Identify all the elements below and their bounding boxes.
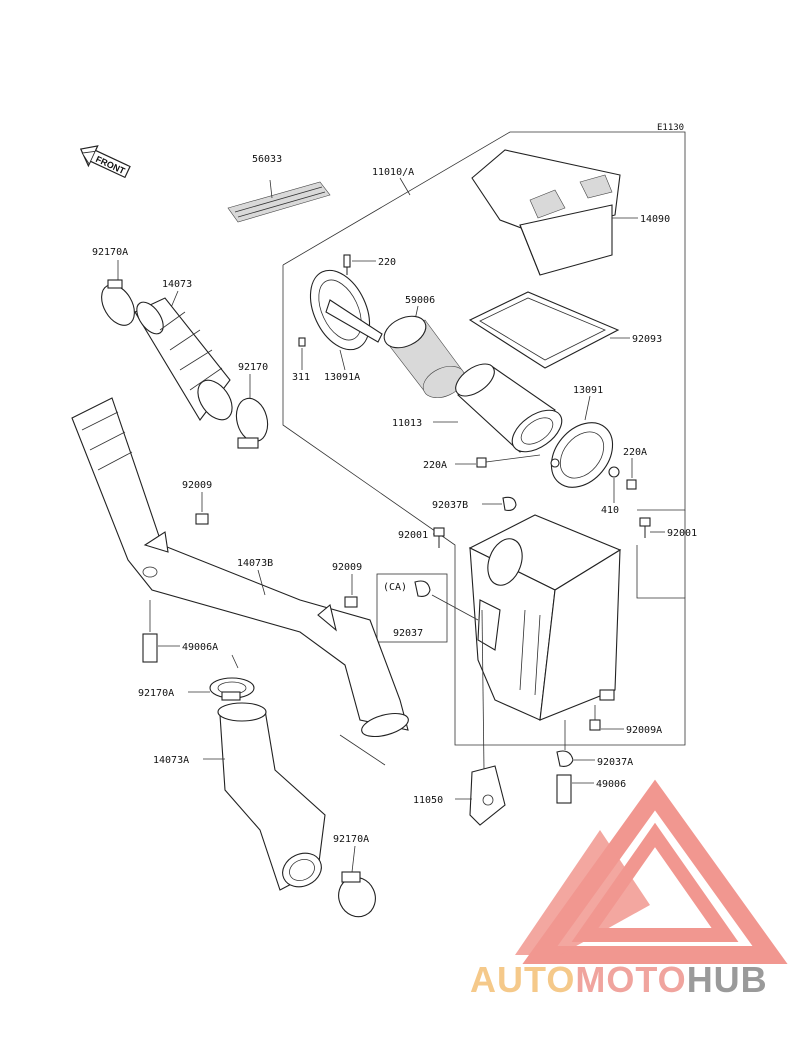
label-14090: 14090 [640,214,670,225]
svg-text:AUTOMOTOHUB: AUTOMOTOHUB [470,959,768,1000]
label-311: 311 [292,372,310,383]
label-49006: 49006 [596,779,626,790]
part-14073A-duct [217,702,326,891]
label-92037: 92037 [393,628,423,639]
screw-220 [343,254,351,275]
label-92009-mid: 92009 [332,562,362,573]
part-14073B-duct [71,397,409,766]
part-13091-cap [550,422,614,488]
part-14073-boot [134,297,233,421]
screw-220A-left [476,457,487,468]
label-92009A: 92009A [626,725,662,736]
bolt-92009-mid [344,596,358,608]
label-92170: 92170 [238,362,268,373]
watermark-part3: HUB [687,959,768,1000]
label-220A-right: 220A [623,447,647,458]
label-59006: 59006 [405,295,435,306]
label-56033: 56033 [252,154,282,165]
clip-92037A [556,750,574,767]
clamp-92170A-bottom [338,871,376,918]
label-92037A: 92037A [597,757,633,768]
label-ca: (CA) [383,582,407,593]
part-11013-element [455,363,563,453]
part-11050-bracket [469,765,506,826]
label-11013: 11013 [392,418,422,429]
label-92170A-mid: 92170A [138,688,174,699]
part-59006-filter [383,315,466,399]
screw-220A-right [626,479,637,490]
clamp-92170 [235,397,269,449]
label-410: 410 [601,505,619,516]
label-13091A: 13091A [324,372,360,383]
part-92093-gasket [468,291,620,369]
front-arrow-icon: FRONT [79,145,131,179]
watermark-text: AUTOMOTOHUB [470,959,768,1000]
label-11010A: 11010/A [372,167,414,178]
part-49006 [556,774,572,804]
watermark-part1: AUTO [470,959,575,1000]
clamp-92170A-top [101,279,135,326]
label-14073B: 14073B [237,558,273,569]
part-13091A-plate [309,269,383,351]
part-14090-cover [471,149,621,276]
label-220A-left: 220A [423,460,447,471]
label-220: 220 [378,257,396,268]
clamp-92170A-mid [209,677,255,701]
label-92037B: 92037B [432,500,468,511]
label-11050: 11050 [413,795,443,806]
label-92170A-bottom: 92170A [333,834,369,845]
part-49006A [142,633,158,663]
label-14073: 14073 [162,279,192,290]
clip-92037B [502,496,517,511]
watermark-logo [515,779,788,964]
ca-variant-box: (CA) 92037 [376,573,479,643]
label-92001-right: 92001 [667,528,697,539]
bolt-92009-top [195,513,209,525]
clip-311 [298,337,306,347]
label-92001-left: 92001 [398,530,428,541]
assembly-frame [282,131,686,746]
part-56033-panel [227,179,331,223]
part-airbox-housing [468,514,622,721]
label-92093: 92093 [632,334,662,345]
label-13091: 13091 [573,385,603,396]
label-92170A-top: 92170A [92,247,128,258]
label-92009-top: 92009 [182,480,212,491]
bolt-92001-right [639,517,651,538]
bolt-92009A [589,705,601,731]
label-14073A: 14073A [153,755,189,766]
washer-410 [608,466,620,478]
diagram-code: E1130 [657,123,684,133]
bolt-92001-left [433,527,445,548]
label-49006A: 49006A [182,642,218,653]
watermark-part2: MOTO [575,959,686,1000]
